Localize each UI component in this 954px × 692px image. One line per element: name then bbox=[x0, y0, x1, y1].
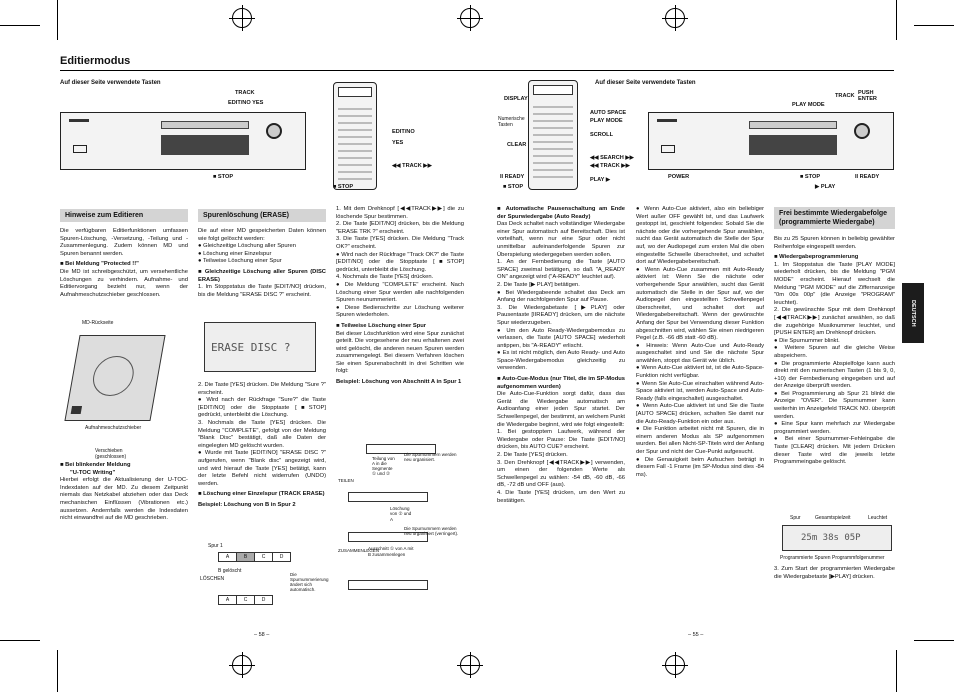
numeric-keys-label: Numerische Tasten bbox=[498, 116, 525, 128]
minidisc-illustration bbox=[64, 335, 166, 421]
track-label: TRACK bbox=[235, 90, 255, 96]
right-col3-step3: 3. Zum Start der programmierten Wiederga… bbox=[774, 566, 895, 580]
scroll-label: SCROLL bbox=[590, 132, 613, 138]
language-tab: DEUTSCH bbox=[902, 283, 924, 343]
ready-label-deck: II READY bbox=[855, 174, 880, 180]
track-label-right: ◀◀ TRACK ▶▶ bbox=[590, 163, 630, 169]
renumber-note: Die Spurnummerierung ändert sich automat… bbox=[290, 572, 329, 592]
section-heading-program: Frei bestimmte Wiedergabefolge (programm… bbox=[774, 207, 895, 229]
registration-mark bbox=[229, 652, 255, 678]
edit-yes-label: EDIT/NO YES bbox=[228, 100, 264, 106]
track-label-deck: TRACK bbox=[835, 93, 855, 99]
registration-mark bbox=[457, 652, 483, 678]
right-col2-text: ● Wenn Auto-Cue aktiviert, also ein beli… bbox=[636, 206, 764, 478]
label-programmed-tracks: Programmierte Spuren bbox=[780, 555, 831, 561]
stop-label-deck: ■ STOP bbox=[800, 174, 821, 180]
label-lit: Leuchtet bbox=[868, 515, 888, 521]
page-number-right: – 55 – bbox=[688, 632, 704, 638]
col2-text: Die auf einer MD gespeicherten Daten kön… bbox=[198, 228, 326, 298]
yes-label: YES bbox=[392, 140, 404, 146]
push-enter-label: PUSH ENTER bbox=[858, 90, 877, 102]
power-label: POWER bbox=[668, 174, 690, 180]
display-erase-disc: ERASE DISC ? bbox=[204, 322, 316, 372]
keys-caption-left: Auf dieser Seite verwendete Tasten bbox=[60, 80, 161, 86]
stop-label-right: ■ STOP bbox=[503, 184, 524, 190]
edit-no-label: EDIT/NO bbox=[392, 129, 415, 135]
md-deck-illustration bbox=[60, 112, 306, 170]
section-heading-erase: Spurenlöschung (ERASE) bbox=[198, 209, 326, 222]
partial-erase-diagram: Teilung von A in die Segmente ① und ② TE… bbox=[338, 440, 462, 600]
play-label: PLAY ▶ bbox=[590, 177, 611, 183]
erase-label: LÖSCHEN bbox=[200, 576, 225, 582]
col2-text-2: 2. Die Taste [YES] drücken. Die Meldung … bbox=[198, 382, 326, 508]
label-total-time: Gesamtspielzeit bbox=[815, 515, 851, 521]
registration-mark bbox=[457, 5, 483, 31]
registration-mark bbox=[229, 5, 255, 31]
clear-label: CLEAR bbox=[507, 142, 527, 148]
search-label: ◀◀ SEARCH ▶▶ bbox=[590, 155, 634, 161]
col1-text-2: ■ Bei blinkender Meldung "U-TOC Writing"… bbox=[60, 462, 188, 522]
b-erased-label: B gelöscht bbox=[218, 568, 242, 574]
label-program-number: Programmfolgenummer bbox=[832, 555, 885, 561]
md-back-label: MD-Rückseite bbox=[82, 320, 114, 326]
remote-control-illustration bbox=[333, 82, 377, 190]
track-ff-label: ◀◀ TRACK ▶▶ bbox=[392, 163, 432, 169]
md-deck-illustration-right bbox=[648, 112, 894, 170]
title-rule bbox=[60, 70, 894, 71]
slide-closed-label: Verschieben (geschlossen) bbox=[95, 448, 127, 460]
slider-label: Aufnahmeschutzschieber bbox=[85, 425, 142, 431]
program-display: 25m 38s 05P bbox=[782, 525, 892, 551]
page-title: Editiermodus bbox=[60, 55, 131, 67]
section-heading-editing: Hinweise zum Editieren bbox=[60, 209, 188, 222]
right-col3-text: Bis zu 25 Spuren können in beliebig gewä… bbox=[774, 236, 895, 466]
stop-label-2: ■ STOP bbox=[333, 184, 354, 190]
label-track: Spur bbox=[790, 515, 801, 521]
page-number-left: – 58 – bbox=[254, 632, 270, 638]
keys-caption-right: Auf dieser Seite verwendete Tasten bbox=[595, 80, 696, 86]
play-mode-label-deck: PLAY MODE bbox=[792, 102, 825, 108]
play-mode-label: PLAY MODE bbox=[590, 118, 623, 124]
display-label: DISPLAY bbox=[504, 96, 528, 102]
remote-control-illustration-right bbox=[528, 80, 578, 190]
col3-text: 1. Mit dem Drehknopf [◀◀TRACK▶▶] die zu … bbox=[336, 206, 464, 386]
ready-label: II READY bbox=[500, 174, 525, 180]
right-col1-text: ■ Automatische Pausenschaltung am Ende d… bbox=[497, 206, 625, 504]
stop-label: ■ STOP bbox=[213, 174, 234, 180]
track1-label: Spur 1 bbox=[208, 543, 223, 549]
registration-mark bbox=[662, 652, 688, 678]
play-label-deck: ▶ PLAY bbox=[815, 184, 836, 190]
auto-space-label: AUTO SPACE bbox=[590, 110, 627, 116]
registration-mark bbox=[662, 5, 688, 31]
col1-text: Die verfügbaren Editierfunktionen umfass… bbox=[60, 228, 188, 298]
